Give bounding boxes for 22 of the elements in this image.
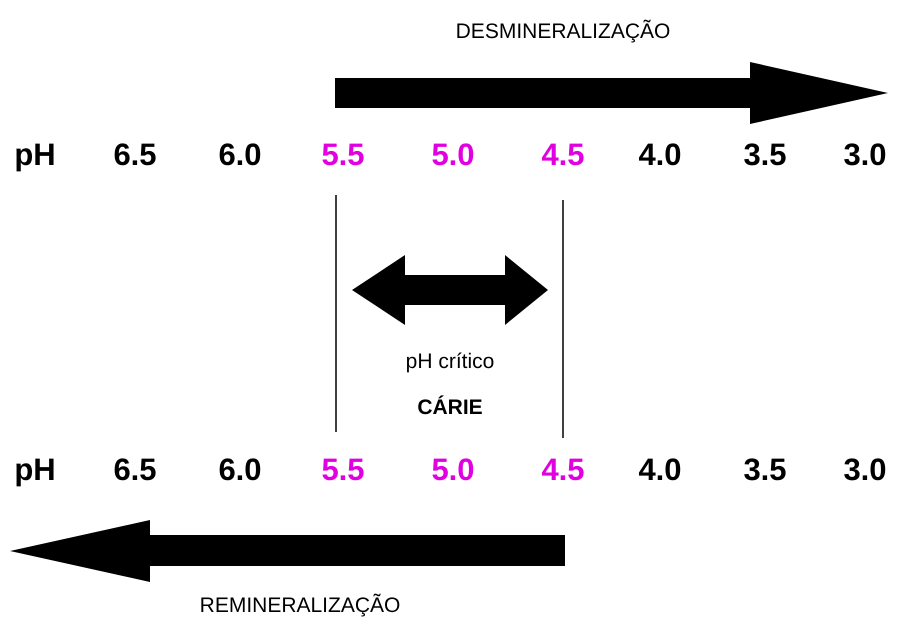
scale-value: 5.5: [321, 452, 365, 488]
scale-value: 4.5: [541, 137, 585, 173]
scale-value: 3.0: [843, 452, 887, 488]
scale-value: 3.5: [743, 452, 787, 488]
scale-value: 3.5: [743, 137, 787, 173]
scale-value: 5.5: [321, 137, 365, 173]
range-label: pH crítico: [406, 350, 494, 374]
process-label: REMINERALIZAÇÃO: [200, 594, 400, 618]
scale-value: 5.0: [431, 137, 475, 173]
scale-value: 6.5: [113, 452, 157, 488]
scale-value: 6.0: [218, 137, 262, 173]
process-label: DESMINERALIZAÇÃO: [456, 20, 670, 44]
range-title: CÁRIE: [417, 396, 483, 420]
scale-value: 6.0: [218, 452, 262, 488]
axis-label: pH: [14, 452, 56, 488]
scale-value: 4.0: [638, 452, 682, 488]
scale-value: 6.5: [113, 137, 157, 173]
scale-value: 3.0: [843, 137, 887, 173]
axis-label: pH: [14, 137, 56, 173]
scale-value: 4.0: [638, 137, 682, 173]
scale-value: 5.0: [431, 452, 475, 488]
scale-value: 4.5: [541, 452, 585, 488]
